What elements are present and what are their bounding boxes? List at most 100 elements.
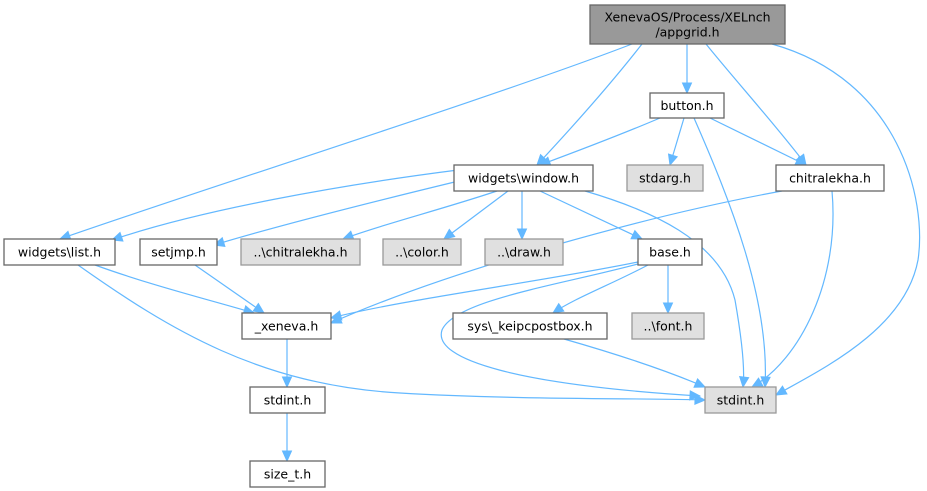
- edge-button-to-stdarg: [667, 117, 685, 167]
- edge-chitralekha-to-stdint_ext: [750, 190, 834, 388]
- arrowhead-icon: [689, 390, 702, 401]
- node-box[interactable]: [626, 164, 704, 192]
- node-box[interactable]: [3, 238, 116, 266]
- node-size_t[interactable]: size_t.h: [249, 460, 326, 488]
- edge-line: [705, 43, 807, 166]
- arrowhead-icon: [662, 302, 674, 315]
- node-button[interactable]: button.h: [649, 92, 725, 119]
- node-label: stdint.h: [717, 393, 765, 408]
- node-label: button.h: [660, 98, 713, 113]
- node-draw[interactable]: ..\draw.h: [484, 238, 564, 266]
- arrowhead-icon: [252, 302, 266, 314]
- node-keipc[interactable]: sys\_keipcpostbox.h: [452, 312, 608, 340]
- node-box[interactable]: [484, 238, 564, 266]
- edge-line: [440, 263, 701, 397]
- node-label: size_t.h: [264, 467, 311, 482]
- edge-button-to-stdint_ext: [693, 117, 771, 389]
- edge-window-to-stdint_ext: [584, 190, 750, 389]
- edge-line: [59, 43, 633, 240]
- node-label: stdarg.h: [639, 171, 691, 186]
- node-stdarg[interactable]: stdarg.h: [626, 164, 704, 192]
- node-box[interactable]: [637, 238, 703, 266]
- arrowhead-icon: [516, 228, 528, 241]
- edge-list-to-stdint_ext: [77, 264, 707, 405]
- edge-root-to-stdint_ext: [771, 43, 921, 396]
- node-setjmp[interactable]: setjmp.h: [139, 238, 218, 266]
- node-box[interactable]: [775, 164, 885, 192]
- edge-line: [342, 190, 498, 240]
- node-color[interactable]: ..\color.h: [382, 238, 462, 266]
- node-label: base.h: [649, 245, 691, 260]
- edge-base-to-xeneva: [329, 261, 639, 321]
- node-xeneva[interactable]: _xeneva.h: [241, 312, 332, 340]
- node-box[interactable]: [649, 92, 725, 119]
- edge-line: [552, 264, 649, 314]
- node-stdint_ext[interactable]: stdint.h: [704, 386, 777, 414]
- edge-line: [111, 169, 459, 241]
- nodes-layer: XenevaOS/Process/XELnch/appgrid.h button.…: [3, 4, 885, 488]
- node-box[interactable]: [704, 386, 777, 414]
- node-label: /appgrid.h: [655, 25, 719, 40]
- edge-window-to-setjmp: [212, 178, 468, 248]
- node-box[interactable]: [139, 238, 218, 266]
- arrowhead-icon: [693, 378, 707, 388]
- edge-line: [751, 190, 834, 388]
- edge-base-to-keipc: [551, 264, 649, 314]
- node-label: chitralekha.h: [789, 171, 871, 186]
- node-box[interactable]: [452, 312, 608, 340]
- edge-keipc-to-stdint_ext: [563, 338, 707, 388]
- arrowhead-icon: [738, 375, 750, 389]
- edge-line: [536, 43, 643, 166]
- node-box[interactable]: [240, 238, 361, 266]
- arrowhead-icon: [750, 377, 764, 388]
- node-root[interactable]: XenevaOS/Process/XELnch/appgrid.h: [589, 4, 786, 45]
- edges-layer: [58, 43, 921, 463]
- node-dchitralekha[interactable]: ..\chitralekha.h: [240, 238, 361, 266]
- edge-xeneva-to-stdint_loc: [281, 339, 293, 389]
- node-window[interactable]: widgets\window.h: [453, 164, 594, 192]
- arrowhead-icon: [551, 302, 565, 314]
- edge-line: [584, 190, 745, 388]
- edge-window-to-draw: [516, 191, 528, 241]
- arrowhead-icon: [281, 376, 293, 389]
- node-box[interactable]: [382, 238, 462, 266]
- edge-line: [213, 178, 468, 246]
- arrowhead-icon: [281, 450, 293, 463]
- edge-window-to-base: [539, 190, 644, 240]
- node-label: ..\draw.h: [497, 245, 551, 260]
- node-chitralekha[interactable]: chitralekha.h: [775, 164, 885, 192]
- node-font[interactable]: ..\font.h: [631, 312, 705, 340]
- edge-line: [693, 117, 767, 388]
- node-label: setjmp.h: [151, 245, 206, 260]
- edge-line: [539, 190, 643, 240]
- node-box[interactable]: [453, 164, 594, 192]
- arrowhead-icon: [681, 82, 693, 95]
- edge-root-to-button: [681, 44, 693, 95]
- edge-root-to-list: [58, 43, 633, 241]
- edge-line: [443, 190, 509, 240]
- node-label: ..\color.h: [395, 245, 449, 260]
- edge-line: [539, 117, 661, 166]
- edge-setjmp-to-xeneva: [194, 264, 266, 314]
- node-box[interactable]: [249, 386, 326, 414]
- arrowhead-icon: [630, 229, 644, 240]
- node-box[interactable]: [249, 460, 326, 488]
- arrowhead-icon: [774, 385, 788, 396]
- edge-line: [563, 338, 706, 388]
- edge-line: [330, 261, 639, 319]
- arrowhead-icon: [329, 310, 343, 321]
- edge-window-to-color: [443, 190, 509, 240]
- edge-line: [771, 43, 921, 396]
- node-box[interactable]: [589, 4, 786, 45]
- node-list[interactable]: widgets\list.h: [3, 238, 116, 266]
- node-box[interactable]: [241, 312, 332, 340]
- node-label: ..\chitralekha.h: [253, 245, 347, 260]
- node-stdint_loc[interactable]: stdint.h: [249, 386, 326, 414]
- edge-line: [77, 264, 706, 401]
- node-box[interactable]: [631, 312, 705, 340]
- node-label: stdint.h: [264, 393, 312, 408]
- node-base[interactable]: base.h: [637, 238, 703, 266]
- edge-window-to-dchitralekha: [341, 190, 498, 241]
- node-label: widgets\window.h: [468, 171, 579, 186]
